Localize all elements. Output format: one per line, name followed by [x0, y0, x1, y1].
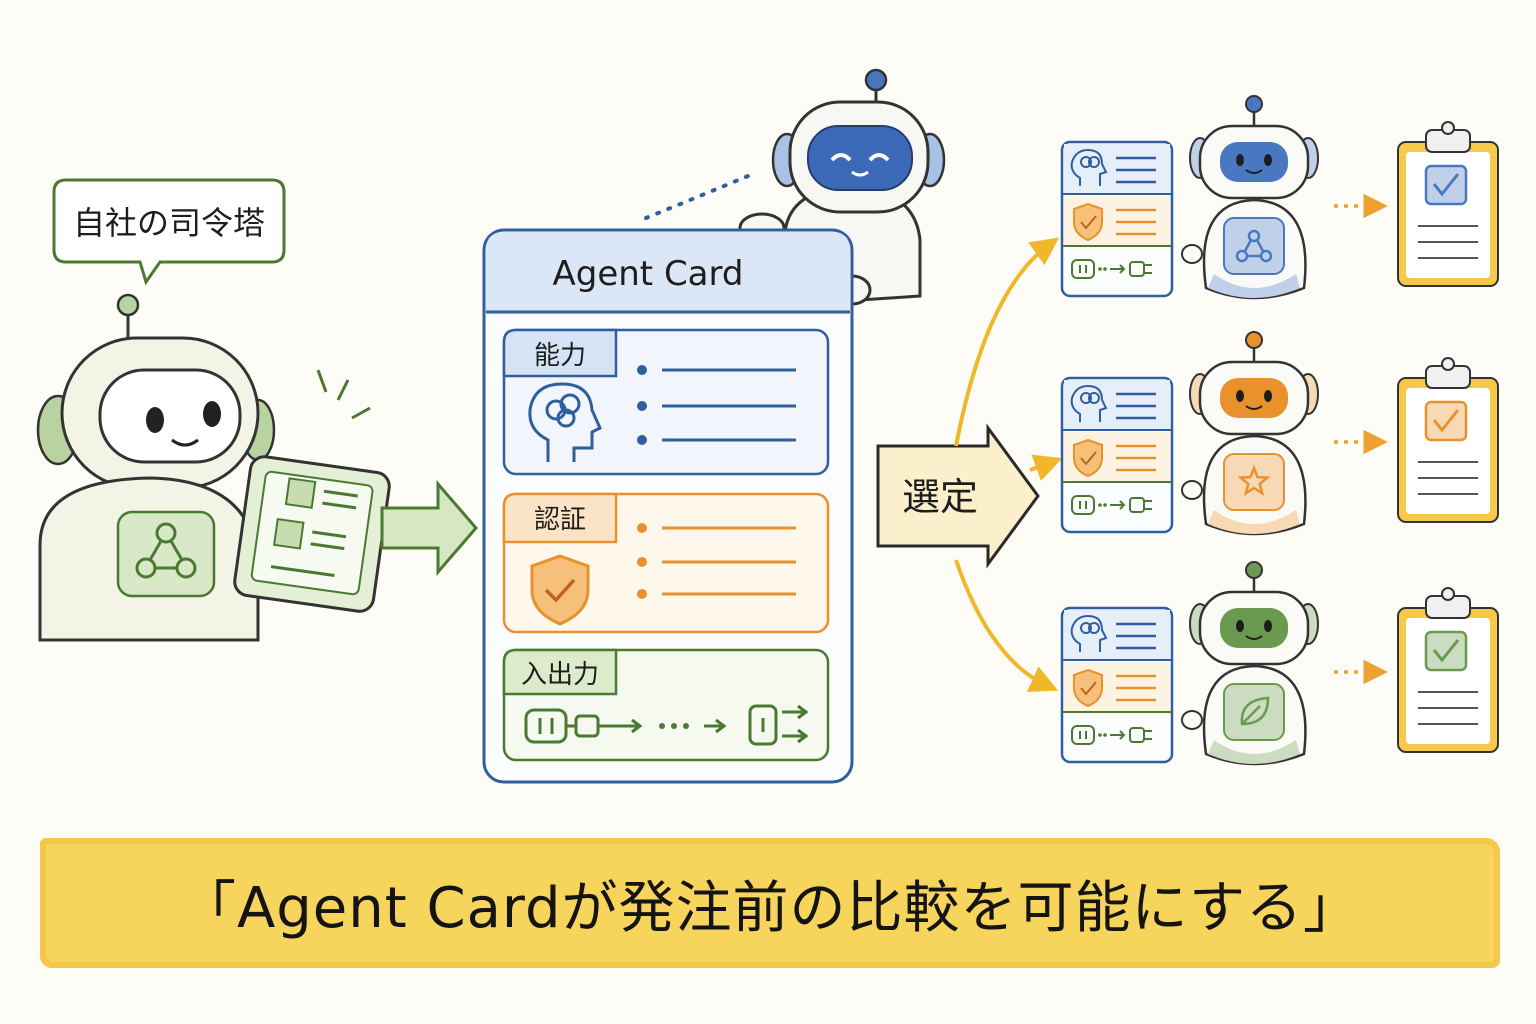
caption-text: 「Agent Cardが発注前の比較を可能にする」 — [179, 875, 1361, 941]
mini-agent-card — [1060, 376, 1174, 534]
select-arrow: 選定 — [876, 423, 1040, 569]
shield-check-icon — [1073, 202, 1103, 242]
plug-connector-icon — [1071, 259, 1152, 279]
candidate-robot — [1181, 95, 1319, 300]
arrow-to-card — [380, 479, 478, 577]
result-clipboard — [1397, 121, 1499, 287]
branch-arrows — [954, 237, 1063, 692]
tablet-icon — [233, 455, 391, 613]
caption-banner: 「Agent Cardが発注前の比較を可能にする」 — [40, 838, 1500, 968]
network-icon — [1235, 229, 1273, 263]
speech-text: 自社の司令塔 — [73, 204, 265, 242]
mini-agent-card — [1060, 140, 1174, 298]
io-section: 入出力 — [502, 648, 830, 762]
mini-agent-card — [1060, 606, 1174, 764]
sparkle-marks — [316, 369, 371, 420]
candidate-row — [1060, 95, 1499, 300]
leaf-icon — [1240, 696, 1270, 726]
capability-label: 能力 — [534, 341, 586, 371]
commander-robot — [36, 293, 391, 642]
select-label: 選定 — [902, 475, 978, 519]
candidate-list — [1060, 95, 1499, 766]
result-clipboard — [1397, 587, 1499, 753]
agent-card: Agent Card 能力 認証 — [482, 228, 854, 784]
brain-head-icon — [1070, 384, 1108, 422]
plug-connector-icon — [524, 704, 809, 746]
io-label: 入出力 — [521, 660, 599, 690]
brain-head-icon — [1070, 614, 1108, 652]
plug-connector-icon — [1071, 495, 1152, 515]
star-icon — [1237, 464, 1271, 497]
card-title: Agent Card — [553, 254, 744, 294]
network-icon — [135, 522, 197, 579]
shield-check-icon — [1073, 668, 1103, 708]
candidate-robot — [1181, 331, 1319, 536]
capability-section: 能力 — [502, 328, 830, 476]
candidate-row — [1060, 331, 1499, 536]
result-clipboard — [1397, 357, 1499, 523]
brain-head-icon — [528, 382, 602, 462]
brain-head-icon — [1070, 148, 1108, 186]
candidate-robot — [1181, 561, 1319, 766]
shield-check-icon — [1073, 438, 1103, 478]
auth-section: 認証 — [502, 492, 830, 634]
speech-bubble: 自社の司令塔 — [52, 178, 286, 286]
candidate-row — [1060, 561, 1499, 766]
plug-connector-icon — [1071, 725, 1152, 745]
shield-check-icon — [530, 554, 590, 626]
auth-label: 認証 — [534, 505, 586, 535]
